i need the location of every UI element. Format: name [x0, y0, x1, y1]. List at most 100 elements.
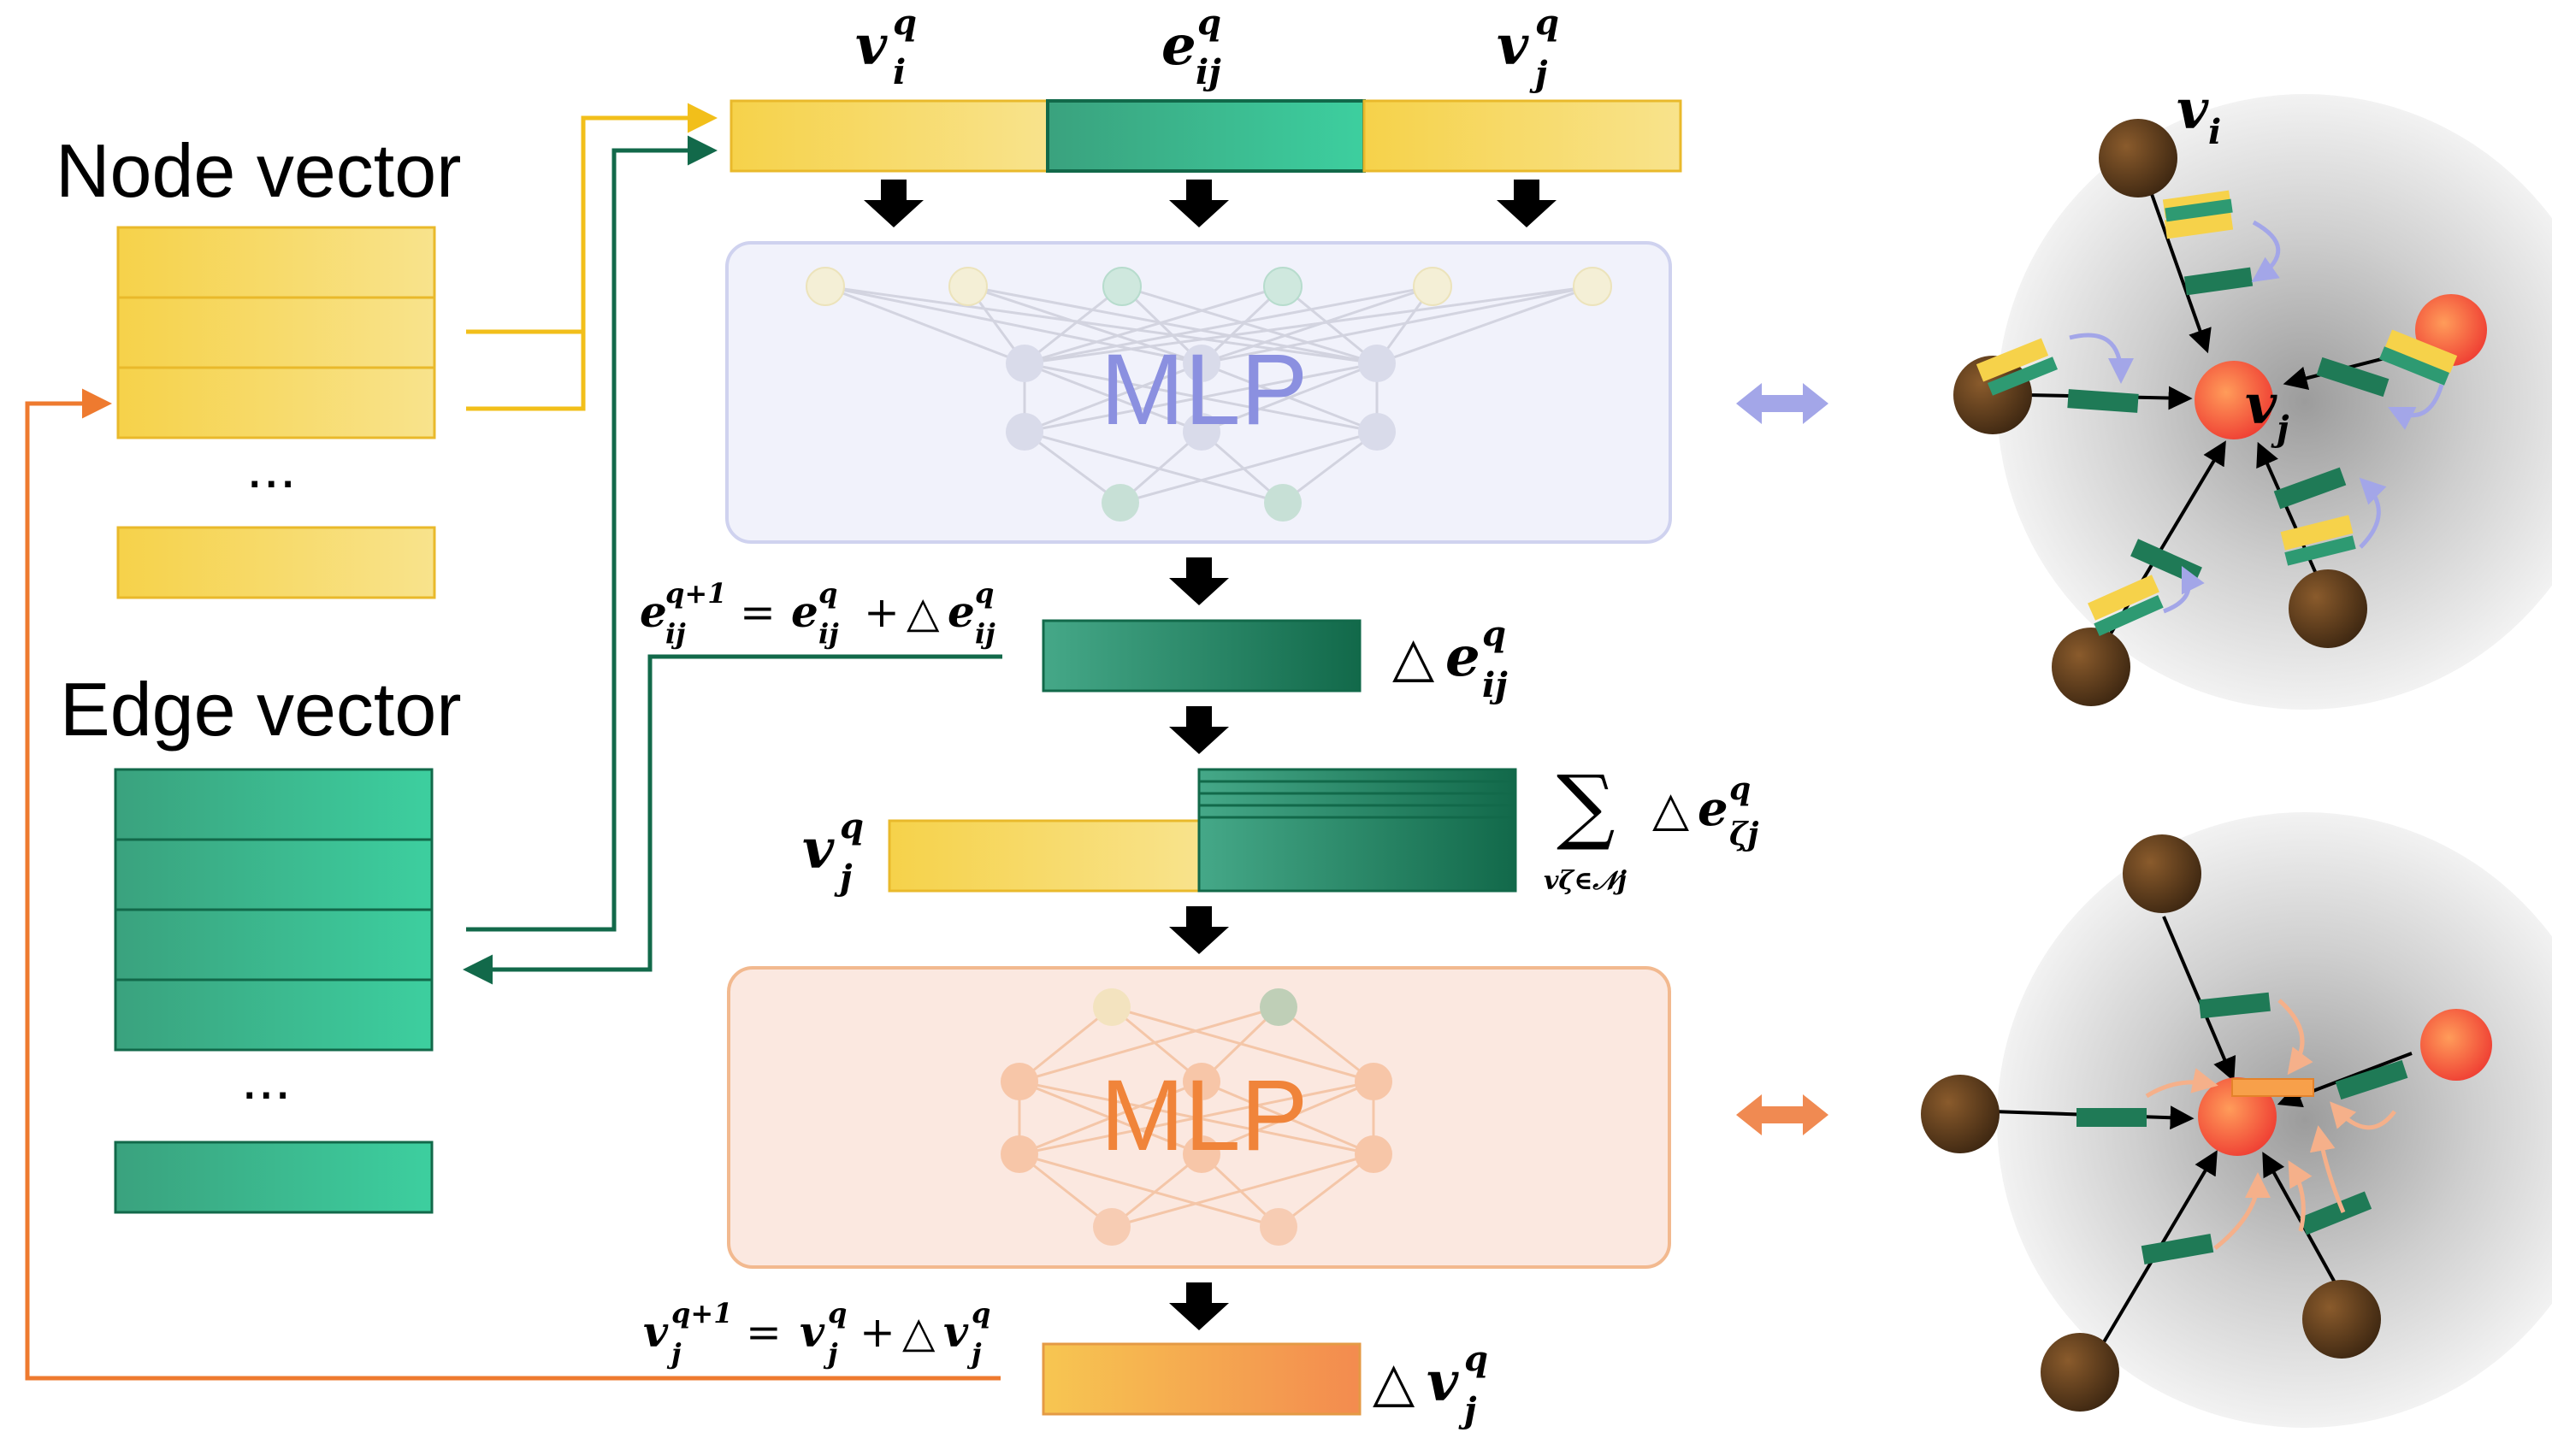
down-arrow-icon	[1169, 557, 1229, 605]
label-e-ij-q: e q ij	[1161, 3, 1221, 92]
double-arrow-icon	[1736, 383, 1828, 424]
svg-text:q: q	[1535, 3, 1559, 43]
graph-node-neighbor	[2420, 1009, 2492, 1081]
edge-vector-ellipsis: ...	[241, 1045, 291, 1111]
svg-text:v: v	[2245, 373, 2277, 437]
edge-mlp-block: MLP	[725, 241, 1672, 544]
svg-text:△: △	[1652, 781, 1689, 837]
node-to-concat-line	[466, 103, 718, 334]
label-v-i-q: v q i	[855, 3, 917, 92]
svg-text:q: q	[840, 806, 864, 846]
down-arrow-icon	[1169, 906, 1229, 954]
delta-node-label: △ v q j	[1373, 1339, 1488, 1430]
graph-node-target	[2195, 361, 2273, 439]
edge-to-concat-line	[466, 135, 718, 932]
svg-text:i: i	[2208, 112, 2221, 152]
node-update-formula: v q+1 j = v q j + △ v q j	[643, 1297, 990, 1370]
svg-text:j: j	[1458, 1390, 1477, 1430]
edge-update-return-line	[463, 654, 1002, 985]
node-to-concat-line-2	[466, 332, 586, 411]
svg-text:q: q	[1464, 1339, 1488, 1379]
svg-text:q+1: q+1	[671, 1297, 732, 1329]
delta-edge-vector	[1042, 619, 1362, 693]
svg-text:e: e	[640, 587, 667, 637]
node-update-return-line	[25, 388, 1001, 1381]
node-vector-ellipsis: ...	[246, 433, 296, 500]
graph-node	[2289, 569, 2367, 648]
svg-text:v: v	[943, 1306, 969, 1357]
node-vector-last-row	[116, 526, 436, 599]
svg-text:j: j	[666, 1337, 682, 1370]
svg-text:+: +	[860, 1307, 895, 1357]
top-concat-vector	[730, 99, 1682, 173]
node-mlp-block: MLP	[727, 966, 1671, 1269]
down-arrow-icon	[864, 180, 924, 227]
svg-text:v: v	[855, 14, 888, 78]
svg-text:ij: ij	[818, 617, 839, 650]
double-arrow-icon	[1736, 1094, 1828, 1135]
node-vector-label: Node vector	[56, 128, 461, 213]
svg-text:q+1: q+1	[665, 577, 726, 610]
svg-text:△: △	[1373, 1351, 1415, 1414]
delta-edge-label: △ e q ij	[1392, 614, 1508, 705]
aggregated-message-bar	[2231, 1078, 2314, 1097]
graph-node	[2302, 1280, 2381, 1359]
svg-text:e: e	[791, 587, 818, 637]
graph-label-v-i: v i	[2177, 78, 2221, 152]
svg-text:e: e	[1445, 625, 1480, 689]
svg-text:v: v	[800, 1306, 825, 1357]
down-arrow-icon	[1169, 180, 1229, 227]
svg-text:△: △	[907, 587, 940, 637]
svg-text:q: q	[818, 577, 837, 610]
svg-text:=: =	[746, 1307, 782, 1357]
edge-mlp-label: MLP	[1101, 333, 1308, 446]
svg-text:v: v	[1427, 1350, 1459, 1414]
svg-text:j: j	[823, 1337, 838, 1370]
graph-node	[2052, 628, 2130, 706]
svg-text:q: q	[975, 577, 994, 610]
edge-update-formula: e q+1 ij = e q ij + △ e q ij	[640, 577, 995, 650]
svg-text:△: △	[902, 1307, 936, 1357]
edge-update-graph: v i v j	[1953, 78, 2552, 710]
svg-text:j: j	[1529, 54, 1548, 94]
svg-text:j: j	[834, 858, 853, 898]
graph-node	[1921, 1075, 2000, 1153]
svg-text:q: q	[893, 3, 917, 43]
aggregate-label: ∑ vζ∈𝒩j △ e q ζj	[1544, 757, 1758, 896]
svg-text:=: =	[740, 587, 776, 637]
svg-text:ij: ij	[1482, 665, 1508, 705]
node-mlp-label: MLP	[1101, 1059, 1308, 1172]
graph-node	[2099, 119, 2177, 197]
svg-text:q: q	[1482, 614, 1506, 654]
graph-node	[2123, 834, 2201, 913]
down-arrow-icon	[1169, 1282, 1229, 1330]
svg-text:e: e	[1161, 14, 1196, 78]
node-update-graph	[1921, 812, 2552, 1428]
graph-node	[2041, 1333, 2119, 1412]
svg-text:q: q	[1729, 771, 1751, 807]
aggregated-edge-vector	[1197, 768, 1517, 893]
svg-text:∑: ∑	[1557, 757, 1616, 853]
svg-text:△: △	[1392, 626, 1435, 689]
svg-text:i: i	[893, 52, 906, 92]
svg-text:e: e	[1698, 781, 1728, 837]
node-input-vector	[888, 819, 1201, 893]
svg-text:v: v	[643, 1306, 669, 1357]
svg-text:ij: ij	[1196, 52, 1221, 92]
svg-text:ζj: ζj	[1729, 816, 1758, 852]
svg-text:v: v	[1497, 14, 1529, 78]
label-v-j-q: v q j	[1497, 3, 1559, 94]
edge-vector-last-row	[114, 1141, 434, 1214]
node-vector-stack	[116, 226, 436, 439]
delta-node-vector	[1042, 1342, 1362, 1416]
svg-text:j: j	[966, 1337, 982, 1370]
svg-text:v: v	[2177, 78, 2209, 142]
svg-text:ij: ij	[975, 617, 995, 650]
node-input-label: v q j	[802, 806, 864, 898]
down-arrow-icon	[1169, 706, 1229, 754]
svg-text:vζ∈𝒩j: vζ∈𝒩j	[1544, 866, 1627, 896]
svg-text:q: q	[828, 1297, 847, 1329]
svg-text:+: +	[864, 587, 900, 637]
down-arrow-icon	[1497, 180, 1557, 227]
